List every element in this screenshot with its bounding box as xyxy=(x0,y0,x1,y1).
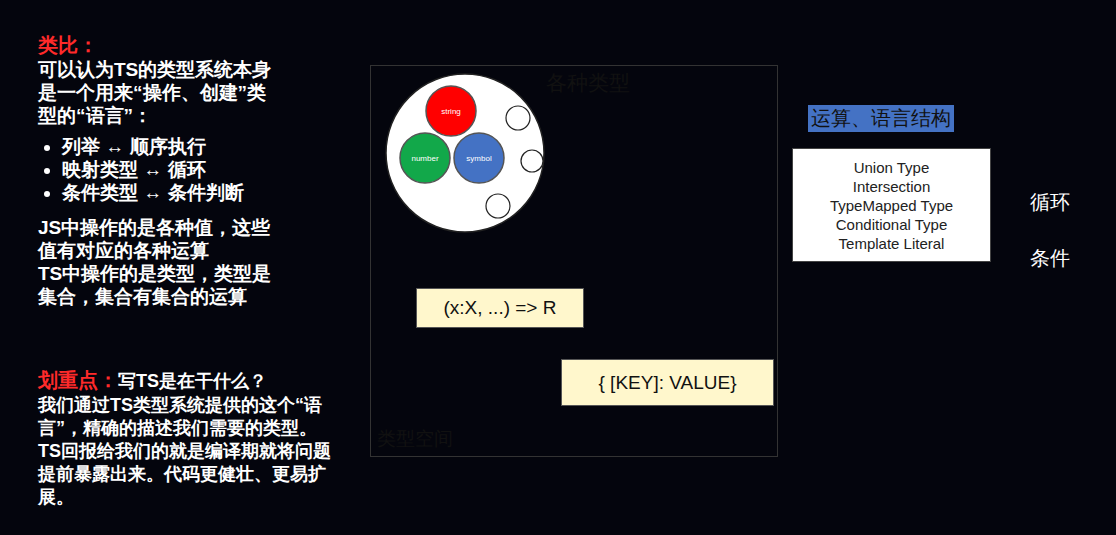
type-operator: Union Type xyxy=(854,158,930,177)
type-name: string xyxy=(441,107,461,116)
blue-panel xyxy=(345,47,1001,475)
planet xyxy=(1020,453,1116,535)
nebula xyxy=(800,30,1116,535)
connector xyxy=(442,262,892,288)
type-operator: Intersection xyxy=(853,177,931,196)
connector-line xyxy=(701,309,703,350)
planet xyxy=(1057,68,1116,128)
planet xyxy=(540,455,660,535)
object-type-box: { [KEY]: VALUE} xyxy=(561,359,774,406)
connector-line xyxy=(445,276,447,279)
type-operator: Conditional Type xyxy=(836,215,947,234)
circle-label-holder: string xyxy=(425,85,477,137)
planet xyxy=(749,16,797,64)
arrow-head xyxy=(442,278,451,288)
circle-heading: 各种类型 xyxy=(546,69,630,97)
operations-box: Union TypeIntersectionTypeMapped TypeCon… xyxy=(792,148,991,262)
number-circle: number xyxy=(399,132,451,184)
key-point-question: 写TS是在干什么？ xyxy=(118,371,267,391)
circle-label-holder: symbol xyxy=(453,132,505,184)
connector-line xyxy=(599,308,891,310)
callout-label: 循环 xyxy=(1030,189,1070,216)
key-point-line: 划重点：写TS是在干什么？ xyxy=(38,368,338,394)
type-name: number xyxy=(411,154,438,163)
note-text: JS中操作的是各种值，这些值有对应的各种运算 xyxy=(38,216,283,262)
callout-label: 条件 xyxy=(1030,245,1070,272)
star xyxy=(319,19,322,22)
star xyxy=(1099,299,1102,302)
bullet-item: 条件类型 ↔ 条件判断 xyxy=(62,181,338,204)
connector-line xyxy=(891,262,893,309)
other-type-circle xyxy=(486,194,510,218)
connector-line xyxy=(446,275,891,277)
key-point-text: 我们通过TS类型系统提供的这个“语言”，精确的描述我们需要的类型。TS回报给我们… xyxy=(38,394,338,509)
bullet-item: 映射类型 ↔ 循环 xyxy=(62,158,338,181)
list-holder: Union TypeIntersectionTypeMapped TypeCon… xyxy=(793,149,990,261)
other-type-circle xyxy=(521,150,543,172)
symbol-circle: symbol xyxy=(453,132,505,184)
callout-holder: 循环 xyxy=(1030,189,1070,216)
note-text: TS中操作的是类型，类型是集合，集合有集合的运算 xyxy=(38,262,283,308)
analogy-heading: 类比： xyxy=(38,33,338,58)
connector-line xyxy=(891,262,893,276)
nebula xyxy=(410,170,1116,535)
analogy-text: 可以认为TS的类型系统本身是一个用来“操作、创建”类型的“语言”： xyxy=(38,58,283,127)
connector xyxy=(595,262,892,359)
edge-label: 运算、语言结构 xyxy=(808,105,954,132)
heading-holder: 各种类型 xyxy=(546,69,630,97)
left-notes: 类比：可以认为TS的类型系统本身是一个用来“操作、创建”类型的“语言”： 列举 ↔… xyxy=(38,33,338,509)
box-text-holder: { [KEY]: VALUE} xyxy=(562,360,773,405)
types-circle: 各种类型stringnumbersymbol xyxy=(385,73,545,233)
type-shape: (x:X, ...) => R xyxy=(444,297,557,319)
type-operator: TypeMapped Type xyxy=(830,196,953,215)
type-shape: { [KEY]: VALUE} xyxy=(598,372,736,394)
other-type-circle xyxy=(506,106,530,130)
type-operator: Template Literal xyxy=(839,234,945,253)
type-space-box: 类型空间 各种类型 string number symbol (x:X, ...) => … xyxy=(370,65,778,457)
bullet-item: 列举 ↔ 顺序执行 xyxy=(62,135,338,158)
connector-line xyxy=(550,276,552,279)
star xyxy=(1019,29,1022,32)
arrow-head xyxy=(595,349,604,359)
function-type-box: (x:X, ...) => R xyxy=(416,288,584,328)
arrow-head xyxy=(887,138,896,148)
bullet-list: 列举 ↔ 顺序执行映射类型 ↔ 循环条件类型 ↔ 条件判断 xyxy=(38,135,338,204)
circle-shape xyxy=(426,86,476,136)
circle-label-holder: number xyxy=(399,132,451,184)
type-space-ground xyxy=(370,65,778,457)
connector-line xyxy=(599,309,601,350)
planet-ring xyxy=(1037,88,1116,108)
arrow-head xyxy=(546,278,555,288)
type-name: symbol xyxy=(466,154,491,163)
circle-shape xyxy=(454,133,504,183)
arrow-head xyxy=(697,349,706,359)
callout-holder: 条件 xyxy=(1030,245,1070,272)
region-title: 类型空间 xyxy=(377,426,453,452)
circle-shape xyxy=(386,74,544,232)
edge-label-holder: 运算、语言结构 xyxy=(808,105,954,132)
key-point-heading: 划重点： xyxy=(38,369,118,391)
circle-shape xyxy=(400,133,450,183)
caption-holder: 类型空间 xyxy=(377,426,453,452)
box-text-holder: (x:X, ...) => R xyxy=(417,289,583,327)
string-circle: string xyxy=(425,85,477,137)
planet xyxy=(315,483,405,535)
